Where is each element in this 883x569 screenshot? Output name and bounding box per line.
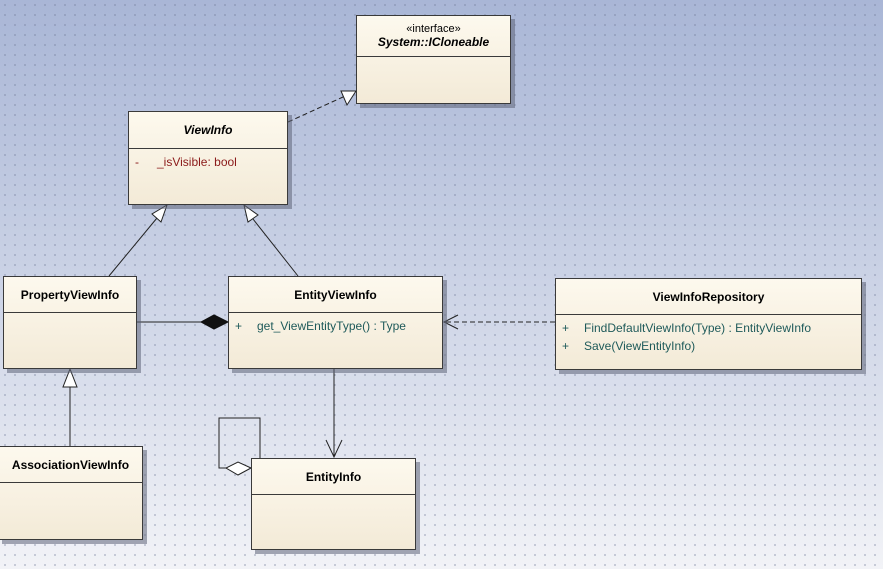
class-header: PropertyViewInfo [4, 277, 136, 313]
class-header: ViewInfo [129, 112, 287, 149]
class-header: EntityInfo [252, 459, 415, 495]
generalization-associationviewinfo-propertyviewinfo[interactable] [62, 367, 78, 446]
class-body [4, 313, 136, 321]
operations-compartment: + FindDefaultViewInfo(Type) : EntityViewI… [556, 315, 861, 359]
association-entityviewinfo-entityinfo[interactable] [325, 369, 343, 459]
generalization-entityviewinfo-viewinfo[interactable] [243, 203, 299, 277]
attribute-isvisible[interactable]: - _isVisible: bool [135, 153, 281, 171]
class-associationviewinfo[interactable]: AssociationViewInfo [0, 446, 143, 540]
operations-compartment: + get_ViewEntityType() : Type [229, 313, 442, 339]
class-header: AssociationViewInfo [0, 447, 142, 483]
attributes-compartment: - _isVisible: bool [129, 149, 287, 175]
class-name: PropertyViewInfo [20, 287, 120, 302]
operation-text: FindDefaultViewInfo(Type) : EntityViewIn… [584, 321, 812, 335]
generalization-propertyviewinfo-viewinfo[interactable] [108, 203, 168, 277]
visibility-marker: + [562, 321, 570, 335]
realization-viewinfo-icloneable[interactable] [287, 90, 357, 123]
visibility-marker: + [235, 319, 243, 333]
class-entityinfo[interactable]: EntityInfo [251, 458, 416, 550]
class-entityviewinfo[interactable]: EntityViewInfo + get_ViewEntityType() : T… [228, 276, 443, 369]
class-name: System::ICloneable [377, 35, 490, 49]
class-viewinforepository[interactable]: ViewInfoRepository + FindDefaultViewInfo(… [555, 278, 862, 370]
class-name: EntityViewInfo [294, 287, 377, 302]
operation-finddefaultviewinfo[interactable]: + FindDefaultViewInfo(Type) : EntityViewI… [562, 319, 855, 337]
class-system-icloneable[interactable]: «interface» System::ICloneable [356, 15, 511, 104]
class-name: ViewInfoRepository [652, 289, 765, 304]
class-body [252, 495, 415, 503]
class-name: EntityInfo [305, 469, 362, 484]
operation-text: Save(ViewEntityInfo) [584, 339, 696, 353]
operation-text: get_ViewEntityType() : Type [257, 319, 406, 333]
class-header: EntityViewInfo [229, 277, 442, 313]
class-header: ViewInfoRepository [556, 279, 861, 315]
composition-entityviewinfo-propertyviewinfo[interactable] [137, 314, 230, 330]
class-name: ViewInfo [183, 123, 233, 137]
stereotype-label: «interface» [406, 23, 461, 35]
class-body [0, 483, 142, 491]
class-body [357, 57, 510, 65]
class-name: AssociationViewInfo [11, 457, 130, 472]
visibility-marker: - [135, 155, 139, 169]
class-propertyviewinfo[interactable]: PropertyViewInfo [3, 276, 137, 369]
class-viewinfo[interactable]: ViewInfo - _isVisible: bool [128, 111, 288, 205]
class-header: «interface» System::ICloneable [357, 16, 510, 57]
dependency-repository-entityviewinfo[interactable] [442, 314, 555, 330]
operation-get-viewentitytype[interactable]: + get_ViewEntityType() : Type [235, 317, 436, 335]
operation-save[interactable]: + Save(ViewEntityInfo) [562, 337, 855, 355]
visibility-marker: + [562, 339, 570, 353]
attribute-text: _isVisible: bool [157, 155, 237, 169]
